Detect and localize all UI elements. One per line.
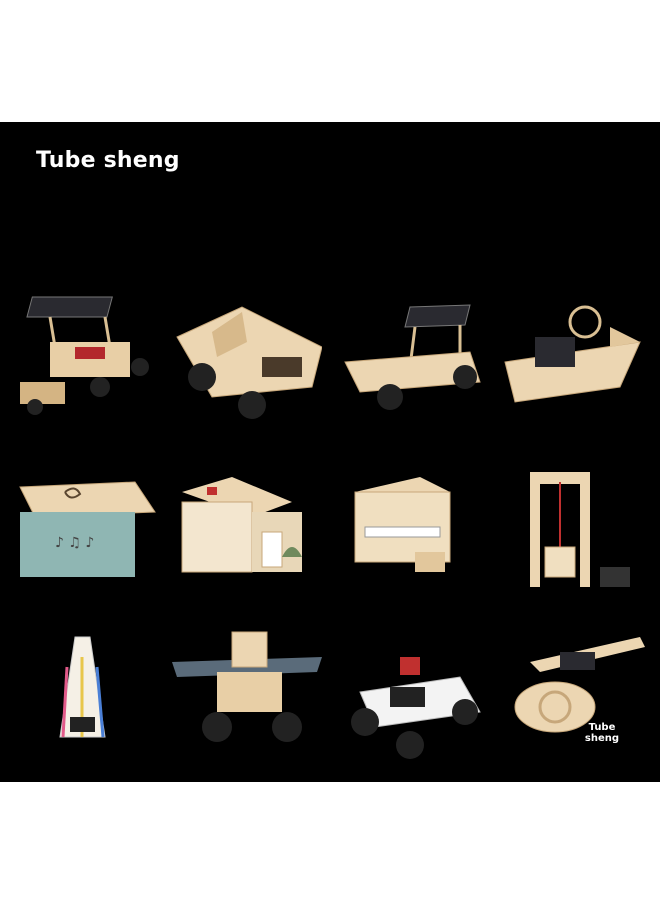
- svg-text:♪ ♫ ♪: ♪ ♫ ♪: [55, 535, 94, 551]
- electric-car-model: [340, 627, 490, 767]
- page-title: Tube sheng: [36, 148, 180, 173]
- house-model: [172, 467, 322, 607]
- lamp-model: [15, 627, 165, 767]
- music-box-model: ♪ ♫ ♪: [15, 467, 165, 607]
- product-panel: Tube sheng: [0, 122, 660, 782]
- solar-walker-model: [172, 627, 322, 767]
- watermark-text: Tube sheng: [584, 722, 620, 744]
- solar-helicopter-model: [500, 627, 650, 767]
- elevator-model: [500, 467, 650, 607]
- solar-buggy-model: [340, 287, 490, 427]
- boat-model: [500, 287, 650, 427]
- solar-car-model: [15, 287, 165, 427]
- piano-model: [340, 467, 490, 607]
- racing-car-model: [172, 287, 322, 427]
